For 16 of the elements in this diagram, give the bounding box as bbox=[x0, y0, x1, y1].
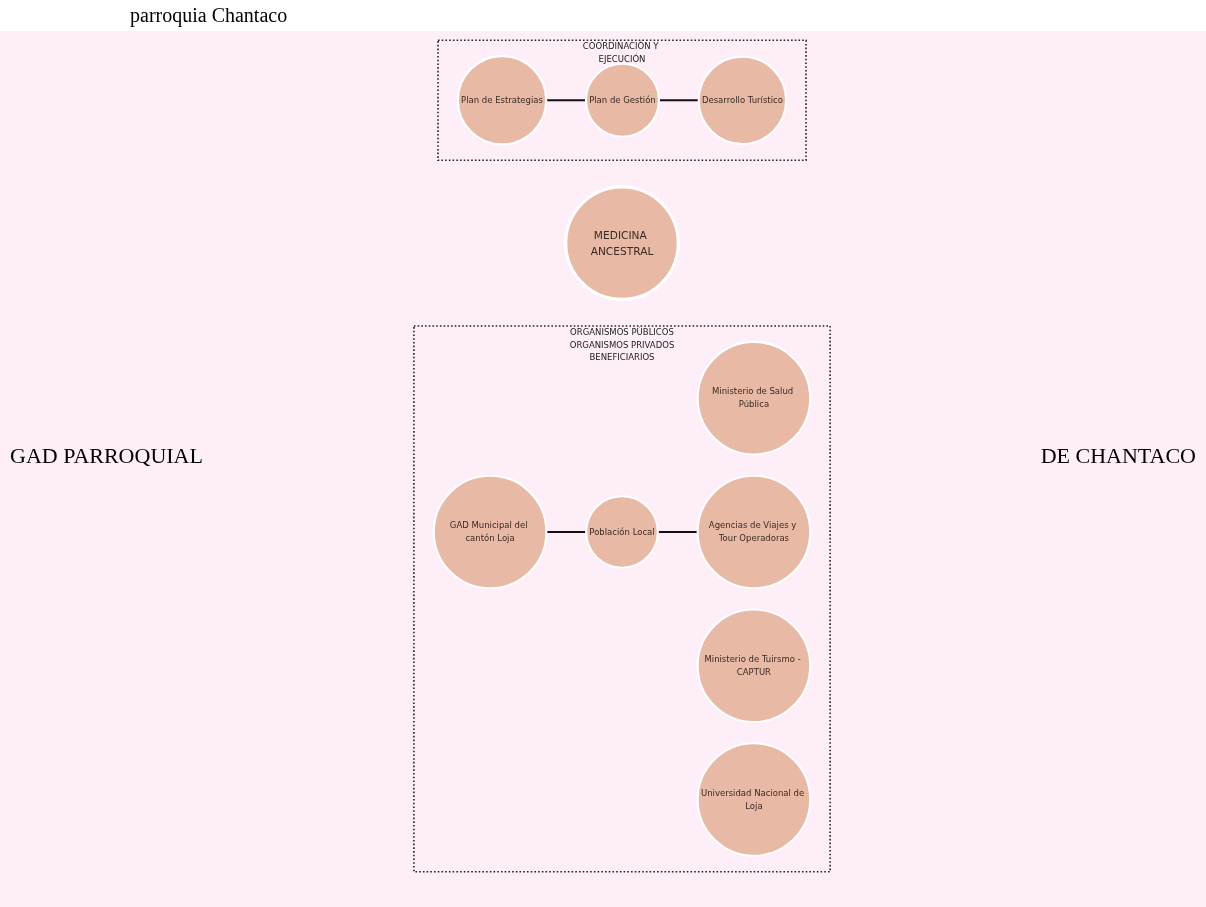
connector bbox=[545, 99, 586, 102]
node-circle: Ministerio de Tuirsmo - CAPTUR bbox=[696, 608, 812, 724]
connector bbox=[658, 99, 699, 102]
label-text: DE CHANTACO bbox=[1039, 443, 1197, 469]
node-circle: MEDICINA ANCESTRAL bbox=[563, 185, 680, 302]
node-circle: Población Local bbox=[584, 495, 659, 569]
node-circle: Universidad Nacional de Loja bbox=[696, 742, 812, 857]
node-circle: Desarrollo Turístico bbox=[697, 55, 787, 145]
connector bbox=[546, 530, 586, 534]
connector bbox=[657, 530, 698, 534]
caption: parroquia Chantaco bbox=[0, 0, 1206, 31]
node-circle: Ministerio de Salud Pública bbox=[696, 340, 812, 456]
node-circle: GAD Municipal del cantón Loja bbox=[432, 474, 548, 590]
node-circle: Plan de Estrategias bbox=[456, 55, 547, 146]
node-circle: Agencias de Viajes y Tour Operadoras bbox=[696, 474, 812, 590]
label-text: GAD PARROQUIAL bbox=[9, 443, 204, 469]
